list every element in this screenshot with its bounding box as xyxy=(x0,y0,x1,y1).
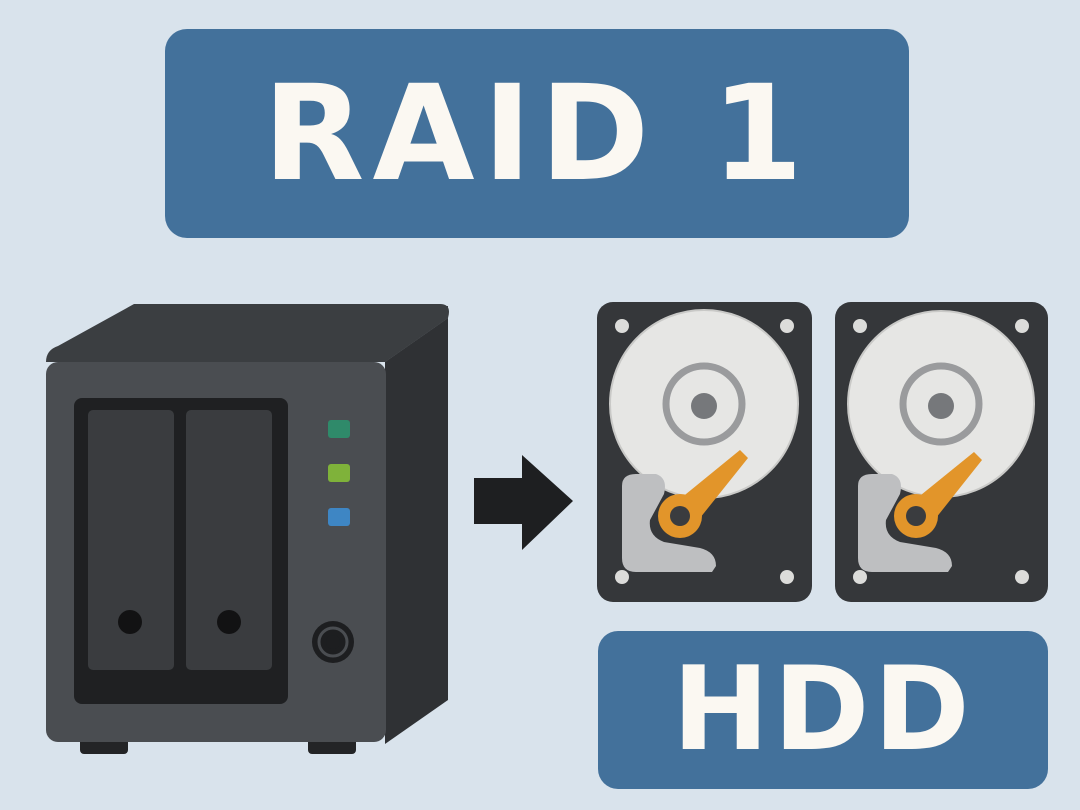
nas-drive-tray-right xyxy=(186,410,272,670)
arrow-right-icon xyxy=(474,455,573,550)
hdd-actuator-base xyxy=(858,474,952,572)
hdd-screw xyxy=(1015,319,1029,333)
hdd-spindle-ring xyxy=(662,362,746,446)
hdd-screw xyxy=(615,319,629,333)
hard-disk-drive-icon xyxy=(597,302,812,602)
tray-release-right xyxy=(217,610,241,634)
nas-top-surface xyxy=(46,304,449,362)
hdd-label-banner: HDD xyxy=(598,631,1048,789)
title-banner: RAID 1 xyxy=(165,29,909,238)
nas-device-icon xyxy=(46,304,449,754)
hdd-screw xyxy=(853,570,867,584)
hdd-label-text: HDD xyxy=(672,642,974,777)
hdd-spindle xyxy=(928,393,954,419)
hdd-screw xyxy=(853,319,867,333)
nas-drive-tray-left xyxy=(88,410,174,670)
hdd-screw xyxy=(615,570,629,584)
tray-release-left xyxy=(118,610,142,634)
nas-side-panel xyxy=(385,318,448,744)
status-led-icon xyxy=(328,464,350,482)
status-led-icon xyxy=(328,420,350,438)
title-text: RAID 1 xyxy=(262,56,812,211)
hdd-spindle-ring xyxy=(899,362,983,446)
hdd-actuator-base xyxy=(622,474,716,572)
hdd-screw xyxy=(780,570,794,584)
hdd-screw xyxy=(1015,570,1029,584)
status-led-icon xyxy=(328,508,350,526)
power-button-icon xyxy=(312,621,354,663)
hdd-spindle xyxy=(691,393,717,419)
hard-disk-drive-icon xyxy=(835,302,1048,602)
hdd-screw xyxy=(780,319,794,333)
